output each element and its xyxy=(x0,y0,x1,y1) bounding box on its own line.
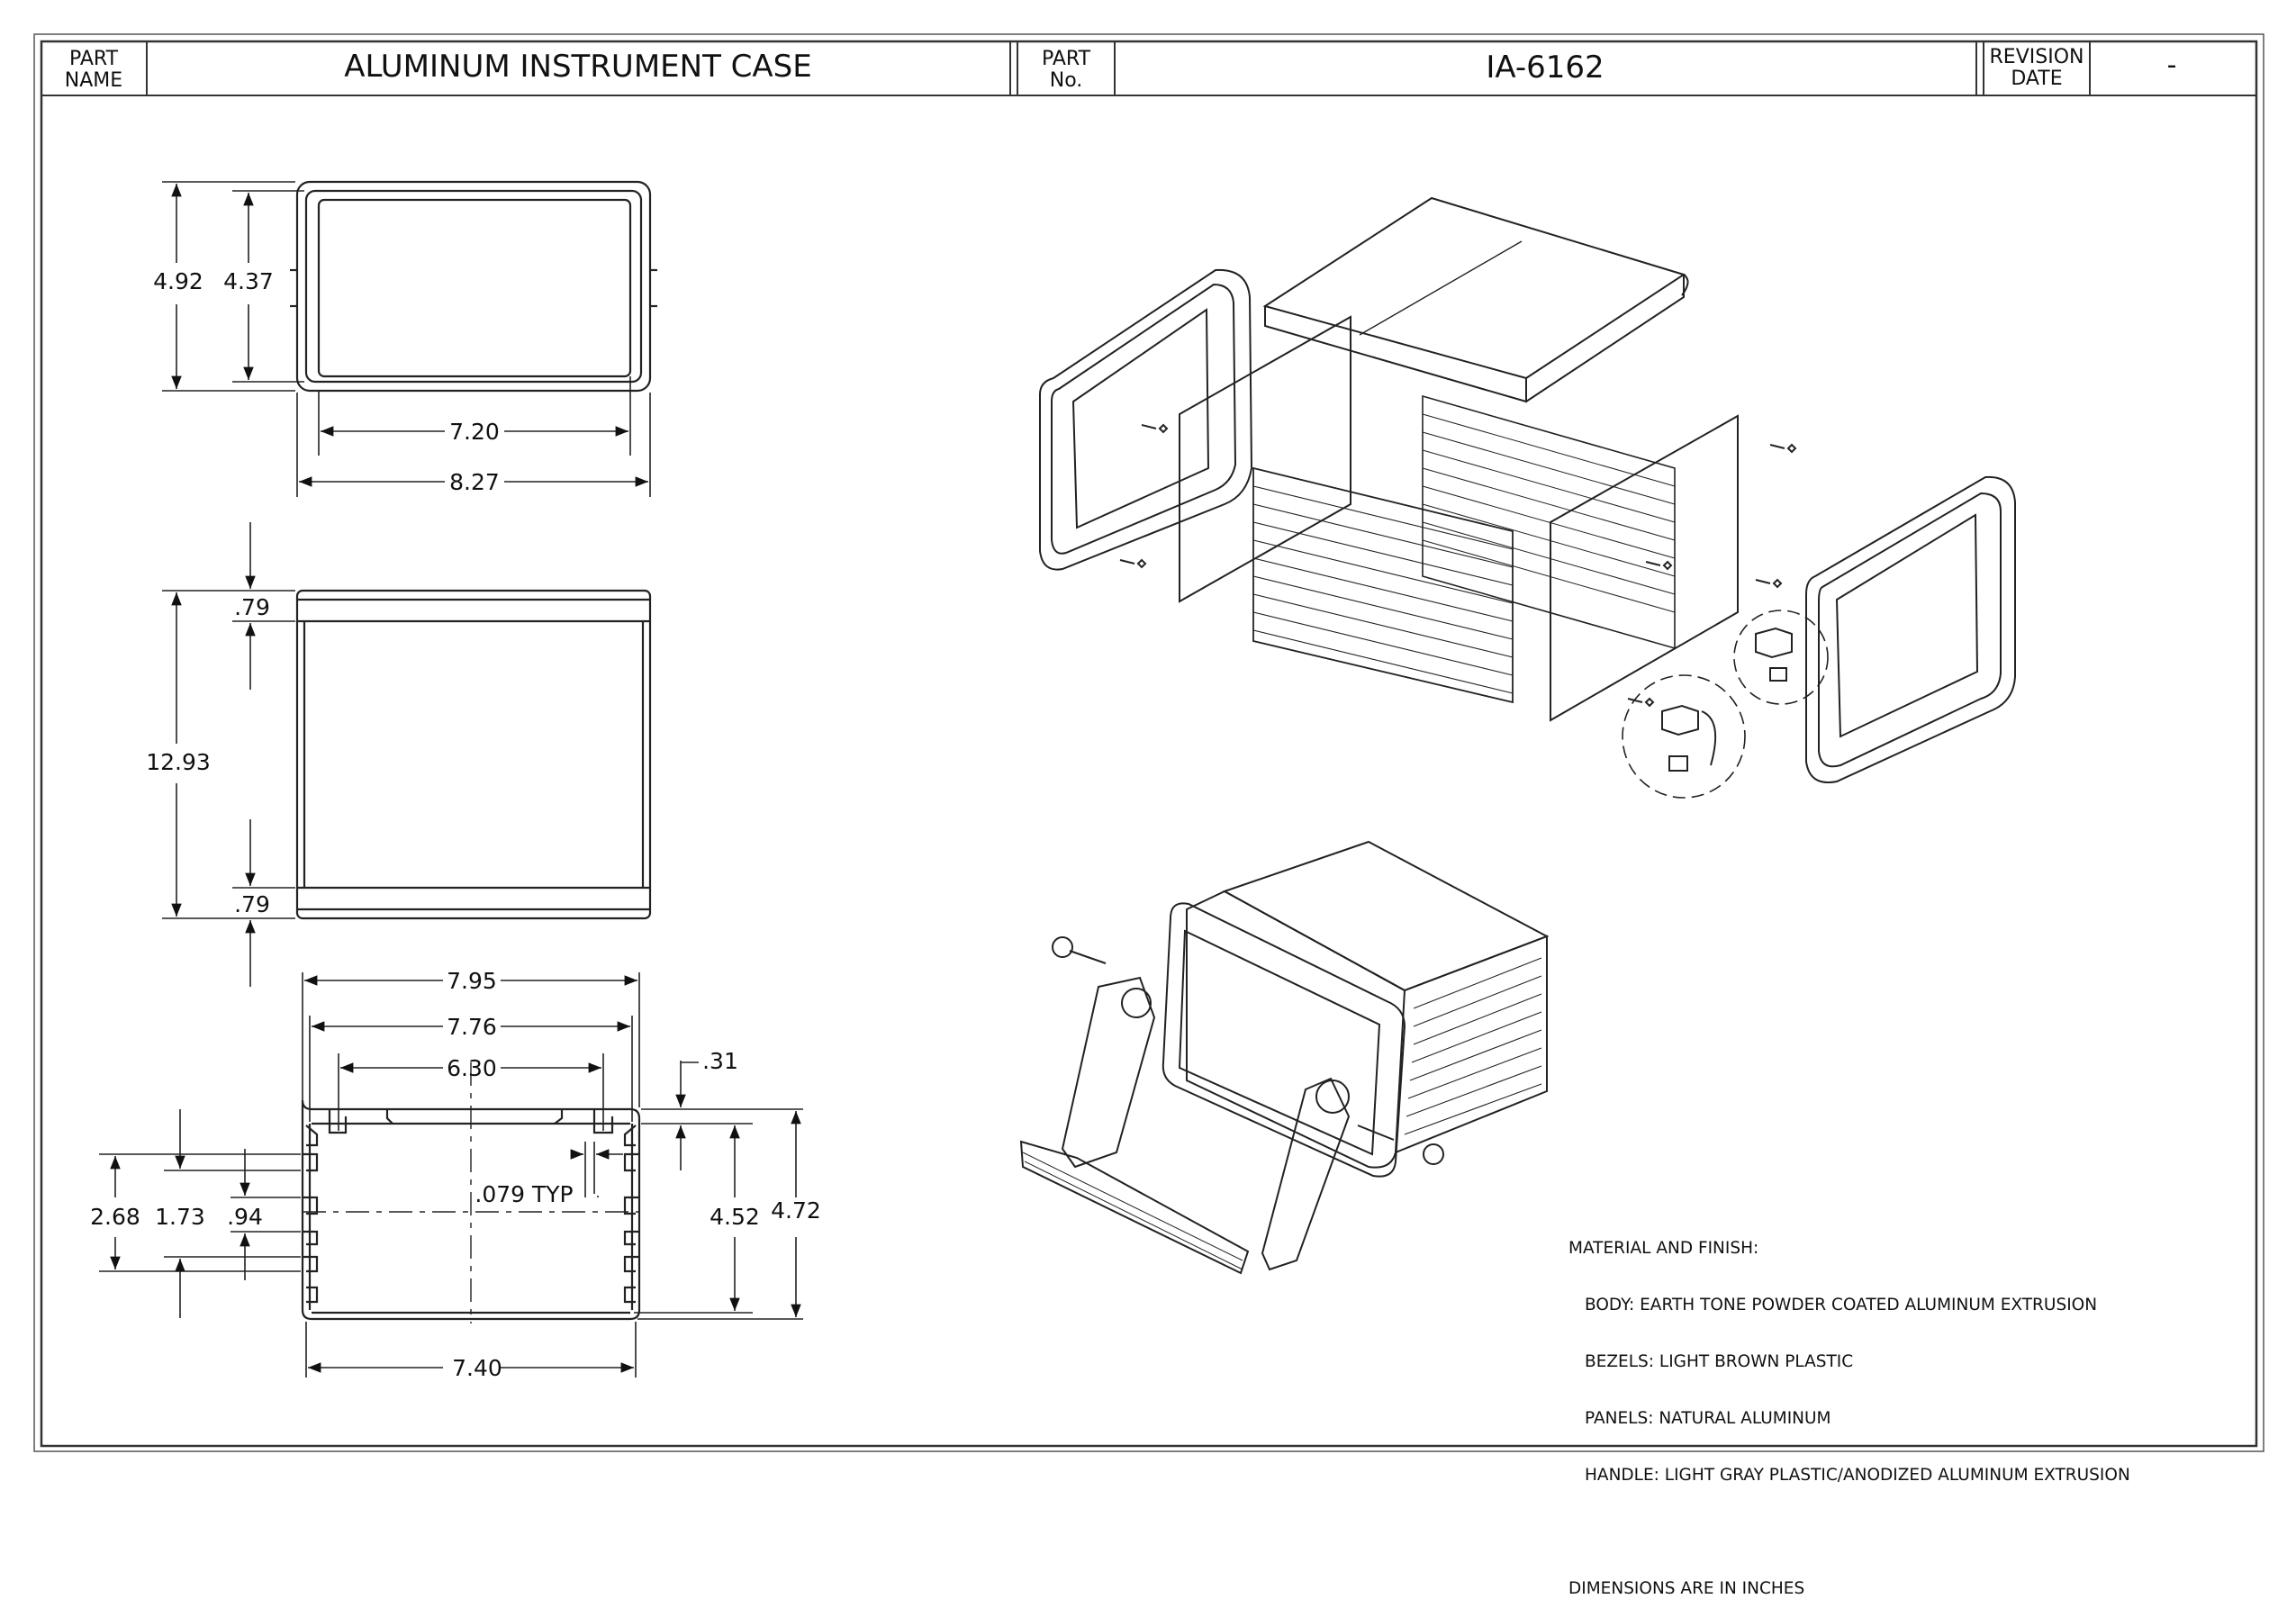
front-view-dimensions xyxy=(162,181,651,497)
dim-side-bottom-band: .79 xyxy=(234,891,270,917)
assembled-isometric-view xyxy=(1019,840,1550,1275)
note-handle: HANDLE: LIGHT GRAY PLASTIC/ANODIZED ALUM… xyxy=(1585,1466,2130,1485)
dim-side-length: 12.93 xyxy=(146,749,211,775)
dim-front-width-outer: 8.27 xyxy=(449,469,500,495)
exploded-isometric-view xyxy=(1039,196,2016,799)
revision-label-1: REVISION xyxy=(1990,46,2084,68)
part-name-label-1: PART xyxy=(69,48,119,70)
extrusion-profile xyxy=(301,1062,641,1323)
profile-dimensions xyxy=(99,972,803,1378)
drawing-sheet: PART NAME ALUMINUM INSTRUMENT CASE PART … xyxy=(33,33,2264,1452)
part-no-label-2: No. xyxy=(1050,69,1083,92)
dim-profile-h-left2: 1.73 xyxy=(155,1204,205,1230)
part-name: ALUMINUM INSTRUMENT CASE xyxy=(344,49,811,85)
dim-profile-w-bottom: 7.40 xyxy=(452,1355,502,1381)
front-view-bezel xyxy=(290,180,657,393)
dim-front-height-outer: 4.92 xyxy=(153,268,203,294)
dim-profile-w1: 7.95 xyxy=(447,968,497,994)
dim-profile-h-left3: .94 xyxy=(227,1204,263,1230)
dim-profile-w2: 7.76 xyxy=(447,1014,497,1040)
dim-profile-wall: .079 TYP xyxy=(475,1181,573,1207)
outer-border xyxy=(33,33,2264,1452)
dim-profile-h-left1: 2.68 xyxy=(90,1204,140,1230)
side-view xyxy=(295,589,652,920)
part-no-label-1: PART xyxy=(1042,48,1091,70)
part-number: IA-6162 xyxy=(1486,50,1604,86)
dim-profile-lip: .31 xyxy=(702,1048,738,1074)
note-bezels: BEZELS: LIGHT BROWN PLASTIC xyxy=(1585,1352,1854,1371)
part-name-label-2: NAME xyxy=(65,69,122,92)
dim-profile-w3: 6.30 xyxy=(447,1055,497,1081)
note-panels: PANELS: NATURAL ALUMINUM xyxy=(1585,1409,1831,1428)
material-notes: MATERIAL AND FINISH: BODY: EARTH TONE PO… xyxy=(1568,1201,2130,1617)
notes-units: DIMENSIONS ARE IN INCHES xyxy=(1568,1579,1805,1598)
dim-side-top-band: .79 xyxy=(234,594,270,620)
inner-border xyxy=(40,40,2258,1448)
side-view-dimensions xyxy=(162,522,295,987)
dim-profile-h-right2: 4.72 xyxy=(771,1197,821,1224)
title-block xyxy=(41,41,2256,96)
revision-value: - xyxy=(2167,50,2177,81)
dim-front-width-inner: 7.20 xyxy=(449,419,500,445)
notes-heading: MATERIAL AND FINISH: xyxy=(1568,1239,1759,1258)
dim-profile-h-right1: 4.52 xyxy=(710,1204,760,1230)
revision-label-2: DATE xyxy=(2011,68,2062,90)
dim-front-height-inner: 4.37 xyxy=(223,268,274,294)
note-body: BODY: EARTH TONE POWDER COATED ALUMINUM … xyxy=(1585,1296,2098,1314)
